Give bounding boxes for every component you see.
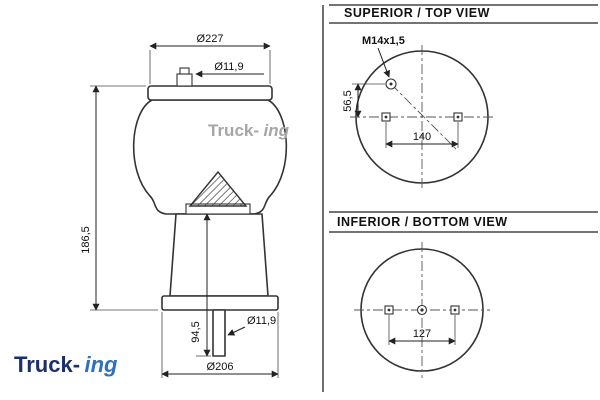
top-stud: [176, 73, 193, 87]
side-view: Ø227 Ø11,9 186,5 94,5 Ø11,9: [14, 33, 290, 378]
top-view: M14x1,5 56,5 140: [342, 35, 494, 189]
bolt-left-dot: [384, 115, 388, 119]
dim-spacing-127: 127: [388, 315, 456, 345]
dim-dia-119-top: Ø11,9: [195, 61, 264, 78]
watermark: Truck- ing: [208, 121, 290, 140]
dim-label-height-total: 186,5: [80, 226, 92, 254]
dim-spacing-140: 140: [385, 122, 459, 148]
dim-label-spacing-bottom: 127: [413, 328, 431, 340]
dim-dia-119-rod: Ø11,9: [227, 315, 276, 336]
bottom-view: 127: [354, 242, 490, 378]
dim-height-1865: 186,5: [80, 85, 158, 311]
dim-label-height-piston: 94,5: [190, 321, 202, 342]
leader-line: [377, 47, 391, 78]
top-view-title: SUPERIOR / TOP VIEW: [344, 6, 490, 20]
watermark-part2: ing: [263, 121, 289, 140]
brand-logo-part1: Truck-: [14, 352, 80, 377]
dim-label-dia-119-top: Ø11,9: [214, 61, 243, 73]
bottom-view-header: INFERIOR / BOTTOM VIEW: [329, 211, 598, 233]
piston-body: [169, 213, 269, 297]
top-plate: [147, 85, 273, 101]
m14-bolt-dot: [389, 82, 393, 86]
dim-height-945: 94,5: [190, 213, 211, 357]
dim-label-dia-227: Ø227: [197, 33, 224, 45]
centerline-diagonal: [390, 83, 459, 152]
dim-label-thread: M14x1,5: [362, 35, 405, 47]
dim-dia-206: Ø206: [161, 312, 279, 378]
brand-logo-part2: ing: [84, 352, 118, 377]
bottom-view-title: INFERIOR / BOTTOM VIEW: [337, 215, 508, 229]
leader-line: [227, 326, 246, 336]
dim-label-offset: 56,5: [342, 90, 354, 111]
dim-thread-m14: M14x1,5: [362, 35, 405, 78]
bolt-right-dot: [453, 308, 457, 312]
center-bolt-dot: [420, 308, 424, 312]
watermark-part1: Truck-: [208, 121, 259, 140]
bolt-left-dot: [387, 308, 391, 312]
dim-label-dia-bottom: Ø206: [207, 361, 234, 373]
brand-logo: Truck- ing: [14, 352, 118, 377]
dim-label-dia-rod: Ø11,9: [247, 315, 276, 327]
bolt-right-dot: [456, 115, 460, 119]
dim-offset-565: 56,5: [342, 83, 385, 118]
top-stud-tip: [179, 67, 190, 75]
dim-label-spacing-top: 140: [413, 131, 431, 143]
piston-flange: [161, 295, 279, 311]
piston-rod: [212, 309, 226, 357]
hatched-cone: [188, 170, 248, 207]
dim-dia-227: Ø227: [149, 33, 271, 84]
top-view-header: SUPERIOR / TOP VIEW: [329, 4, 598, 24]
